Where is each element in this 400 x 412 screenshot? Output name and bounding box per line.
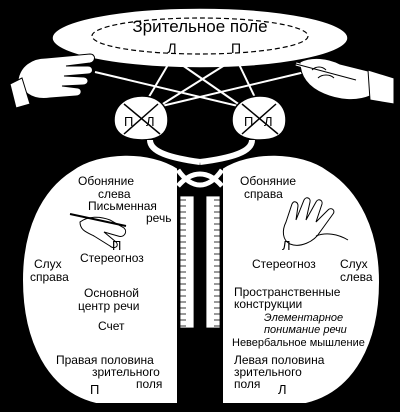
left-hand-mark: П xyxy=(112,238,121,253)
visual-field-left-mark: Л xyxy=(167,40,176,56)
left-counting: Счет xyxy=(98,319,125,333)
right-hearing-line2: слева xyxy=(340,270,373,284)
left-writing-line2: речь xyxy=(146,211,171,225)
palm-hand-icon xyxy=(282,197,349,246)
left-eye-mark-b: Л xyxy=(146,114,155,129)
right-visual-line2: зрительного xyxy=(234,365,302,379)
left-hearing-line2: справа xyxy=(30,270,69,284)
left-visual-line3: поля xyxy=(136,377,162,391)
left-hand-pointing-icon xyxy=(9,53,95,109)
right-spatial-line1: Пространственные xyxy=(234,285,341,299)
left-eye: П Л xyxy=(113,95,169,141)
right-stereognosis: Стереогноз xyxy=(252,257,316,271)
right-smell-line2: справа xyxy=(244,187,283,201)
writing-hand-icon xyxy=(69,213,127,249)
left-speech-center-line2: центр речи xyxy=(78,299,139,313)
right-visual-line3: поля xyxy=(234,377,260,391)
right-visual-mark: Л xyxy=(278,382,287,397)
left-smell-line1: Обоняние xyxy=(78,174,134,188)
left-speech-center-line1: Основной xyxy=(84,286,139,300)
right-elementary-line1: Элементарное xyxy=(264,312,343,324)
corpus-callosum xyxy=(175,168,225,340)
right-eye-mark-a: П xyxy=(244,114,253,129)
right-smell-line1: Обоняние xyxy=(240,174,296,188)
visual-field-title: Зрительное поле xyxy=(132,17,267,36)
right-eye: П Л xyxy=(231,95,287,141)
right-hand-pen-icon xyxy=(295,57,395,105)
left-visual-line1: Правая половина xyxy=(56,353,154,367)
visual-field: Зрительное поле Л П xyxy=(51,7,349,69)
left-smell-line2: слева xyxy=(98,187,131,201)
visual-field-dashed-ellipse xyxy=(91,17,309,55)
left-visual-line2: зрительного xyxy=(92,365,160,379)
right-spatial-line2: конструкции xyxy=(234,297,302,311)
right-visual-line1: Левая половина xyxy=(234,353,325,367)
right-elementary-line2: понимание речи xyxy=(264,324,347,336)
left-writing-line1: Письменная xyxy=(88,199,157,213)
left-hearing-line1: Слух xyxy=(34,257,62,271)
left-visual-mark: П xyxy=(90,382,99,397)
optic-tracts xyxy=(147,139,255,165)
right-nonverbal: Невербальное мышление xyxy=(232,337,365,349)
right-hand-mark: Л xyxy=(282,238,291,253)
left-eye-mark-a: П xyxy=(124,114,133,129)
left-stereognosis: Стереогноз xyxy=(80,251,144,265)
right-eye-mark-b: Л xyxy=(264,114,273,129)
left-hemisphere xyxy=(20,153,179,405)
right-hemisphere xyxy=(221,153,382,405)
right-hearing-line1: Слух xyxy=(340,257,368,271)
visual-field-right-mark: П xyxy=(231,40,241,56)
